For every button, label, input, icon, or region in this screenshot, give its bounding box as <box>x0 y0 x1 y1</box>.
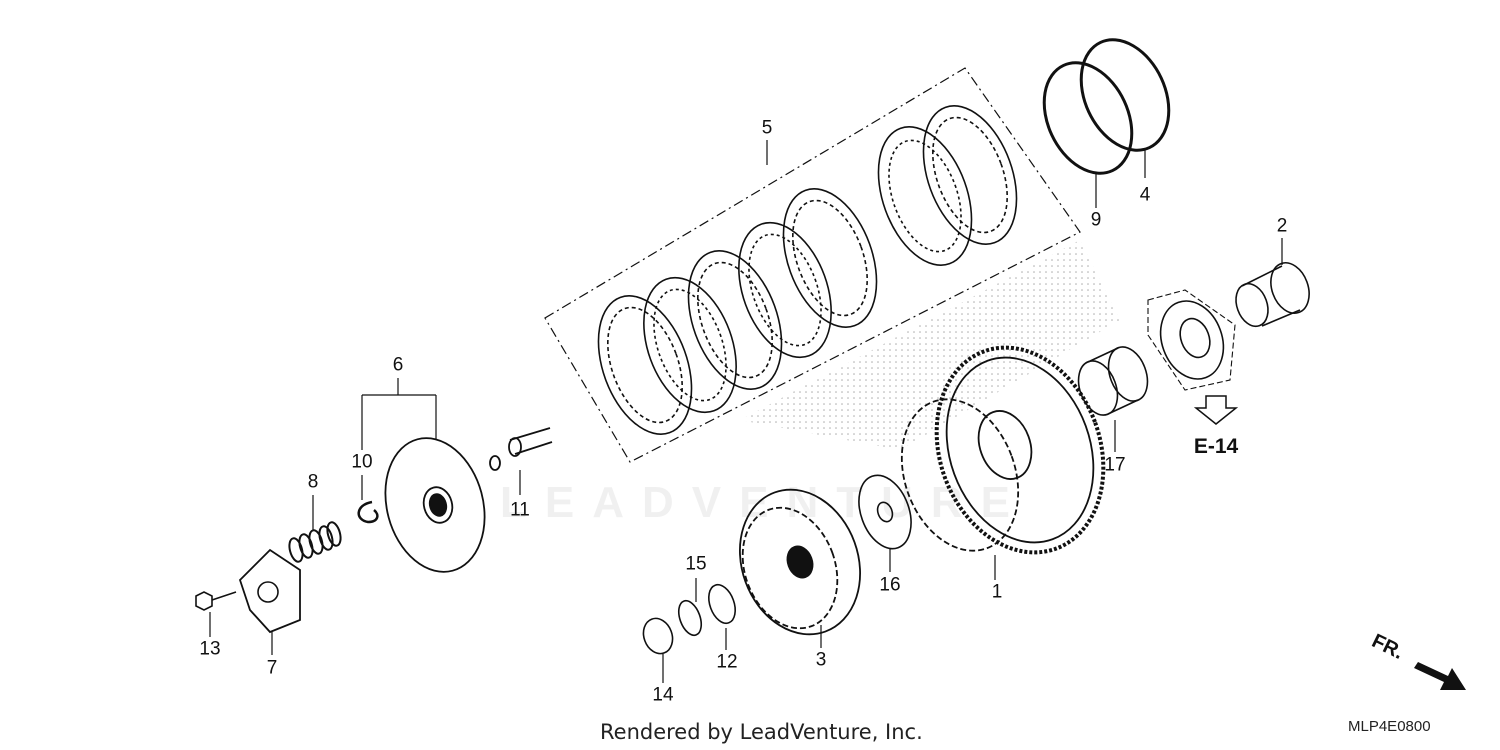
credit-text: Rendered by LeadVenture, Inc. <box>600 720 923 744</box>
callout-14: 14 <box>652 684 674 706</box>
leader-lines <box>209 140 1283 683</box>
clutch-center <box>739 488 861 636</box>
callout-15: 15 <box>685 553 707 575</box>
needle-bearing <box>1077 346 1149 416</box>
callout-11: 11 <box>510 499 530 521</box>
plates-bracket <box>544 67 1081 463</box>
callout-10: 10 <box>351 451 373 473</box>
outer-clutch <box>900 345 1106 555</box>
callout-4: 4 <box>1139 184 1151 206</box>
callout-16: 16 <box>879 574 901 596</box>
wire-rings <box>1042 38 1171 175</box>
callout-9: 9 <box>1090 209 1102 231</box>
nut-and-washers <box>642 583 736 655</box>
oil-pump-gear <box>1159 300 1225 380</box>
callout-1: 1 <box>991 581 1003 603</box>
bolt <box>195 591 237 611</box>
callout-5: 5 <box>761 117 773 139</box>
callout-13: 13 <box>199 638 221 660</box>
callout-3: 3 <box>815 649 827 671</box>
lifter-plate <box>238 548 301 634</box>
guide-collar <box>1235 262 1310 328</box>
shadow-stipple <box>740 240 1120 450</box>
lifter-rod <box>489 427 553 471</box>
pressure-plate <box>384 437 486 573</box>
callout-12: 12 <box>716 651 738 673</box>
washer-16 <box>858 474 912 550</box>
callout-6: 6 <box>392 354 404 376</box>
gear-bracket <box>1147 289 1236 391</box>
callout-2: 2 <box>1276 215 1288 237</box>
callout-7: 7 <box>266 657 278 679</box>
reference-label[interactable]: E-14 <box>1193 435 1239 458</box>
clutch-plates <box>597 105 1018 435</box>
reference-arrow <box>1193 395 1239 425</box>
snap-ring <box>357 500 379 524</box>
callout-8: 8 <box>307 471 319 493</box>
diagram-code: MLP4E0800 <box>1348 718 1431 735</box>
callout-17: 17 <box>1104 454 1126 476</box>
clutch-spring <box>288 521 342 563</box>
front-arrow-icon <box>1414 662 1466 690</box>
